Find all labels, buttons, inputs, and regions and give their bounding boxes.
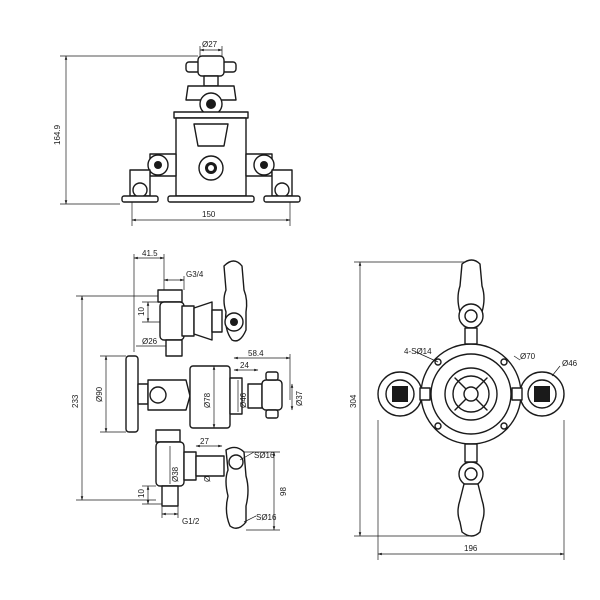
dim-side-27: 27	[200, 437, 209, 446]
dim-side-dia46: Ø46	[239, 392, 248, 408]
dim-front-196: 196	[464, 544, 478, 553]
dim-side-10-bottom: 10	[137, 489, 146, 498]
dim-side-10-top: 10	[137, 307, 146, 316]
front-view: 304 4-SØ14	[349, 259, 578, 560]
dim-side-sdia16-a: SØ16	[254, 451, 275, 460]
side-view: 41.5 G3/4 10 Ø26 58.4 24	[71, 249, 304, 531]
dim-side-41-5: 41.5	[142, 249, 158, 258]
dim-side-g3-4: G3/4	[186, 270, 204, 279]
dim-front-dia46: Ø46	[562, 359, 578, 368]
dim-side-dia37: Ø37	[295, 390, 304, 406]
dim-side-dia90: Ø90	[95, 386, 104, 402]
dim-top-dia27: Ø27	[202, 40, 218, 49]
dim-side-dia78: Ø78	[203, 392, 212, 408]
dim-side-98: 98	[279, 487, 288, 496]
dim-side-24: 24	[240, 361, 249, 370]
dim-side-g1-2: G1/2	[182, 517, 200, 526]
dim-top-width: 150	[202, 210, 216, 219]
dim-side-dia38: Ø38	[171, 466, 180, 482]
dim-front-dia70: Ø70	[520, 352, 536, 361]
dim-top-height: 164.9	[53, 124, 62, 145]
dim-side-sdia16-b: SØ16	[256, 513, 277, 522]
dim-side-dia26: Ø26	[142, 337, 158, 346]
dim-front-holes: 4-SØ14	[404, 347, 432, 356]
dim-side-233: 233	[71, 394, 80, 408]
dim-front-304: 304	[349, 394, 358, 408]
dim-side-58-4: 58.4	[248, 349, 264, 358]
top-view: Ø27 164.9	[53, 40, 301, 226]
